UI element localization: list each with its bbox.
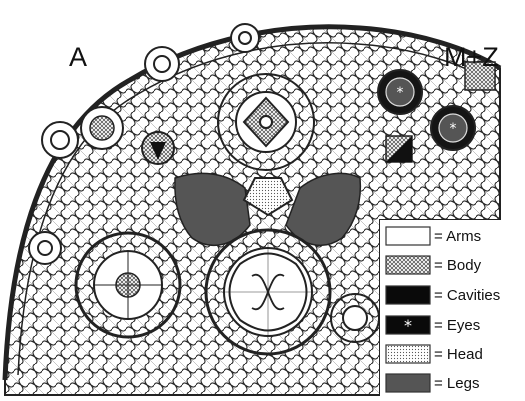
central-upper-medallion — [218, 74, 314, 170]
legend-item-legs: = Legs — [386, 374, 522, 396]
label-a: A — [69, 44, 87, 71]
legend-label-cavities: = Cavities — [434, 287, 500, 304]
legend-item-cavities: = Cavities — [386, 286, 522, 308]
legend-item-head: = Head — [386, 345, 522, 367]
legend-label-head: = Head — [434, 346, 483, 363]
left-lower-medallion — [76, 233, 180, 337]
right-lower-medallion — [331, 294, 379, 342]
svg-text:*: * — [450, 121, 457, 137]
legend-label-body: = Body — [434, 257, 481, 274]
svg-text:*: * — [397, 85, 404, 101]
legend-item-body: = Body — [386, 256, 522, 278]
legend-label-legs: = Legs — [434, 375, 479, 392]
legend-label-eyes: = Eyes — [434, 317, 480, 334]
legend-item-eyes: = Eyes — [386, 316, 522, 338]
legend-item-arms: = Arms — [386, 227, 522, 249]
label-m-plus-z: M+Z — [444, 44, 499, 71]
legend-label-arms: = Arms — [434, 228, 481, 245]
